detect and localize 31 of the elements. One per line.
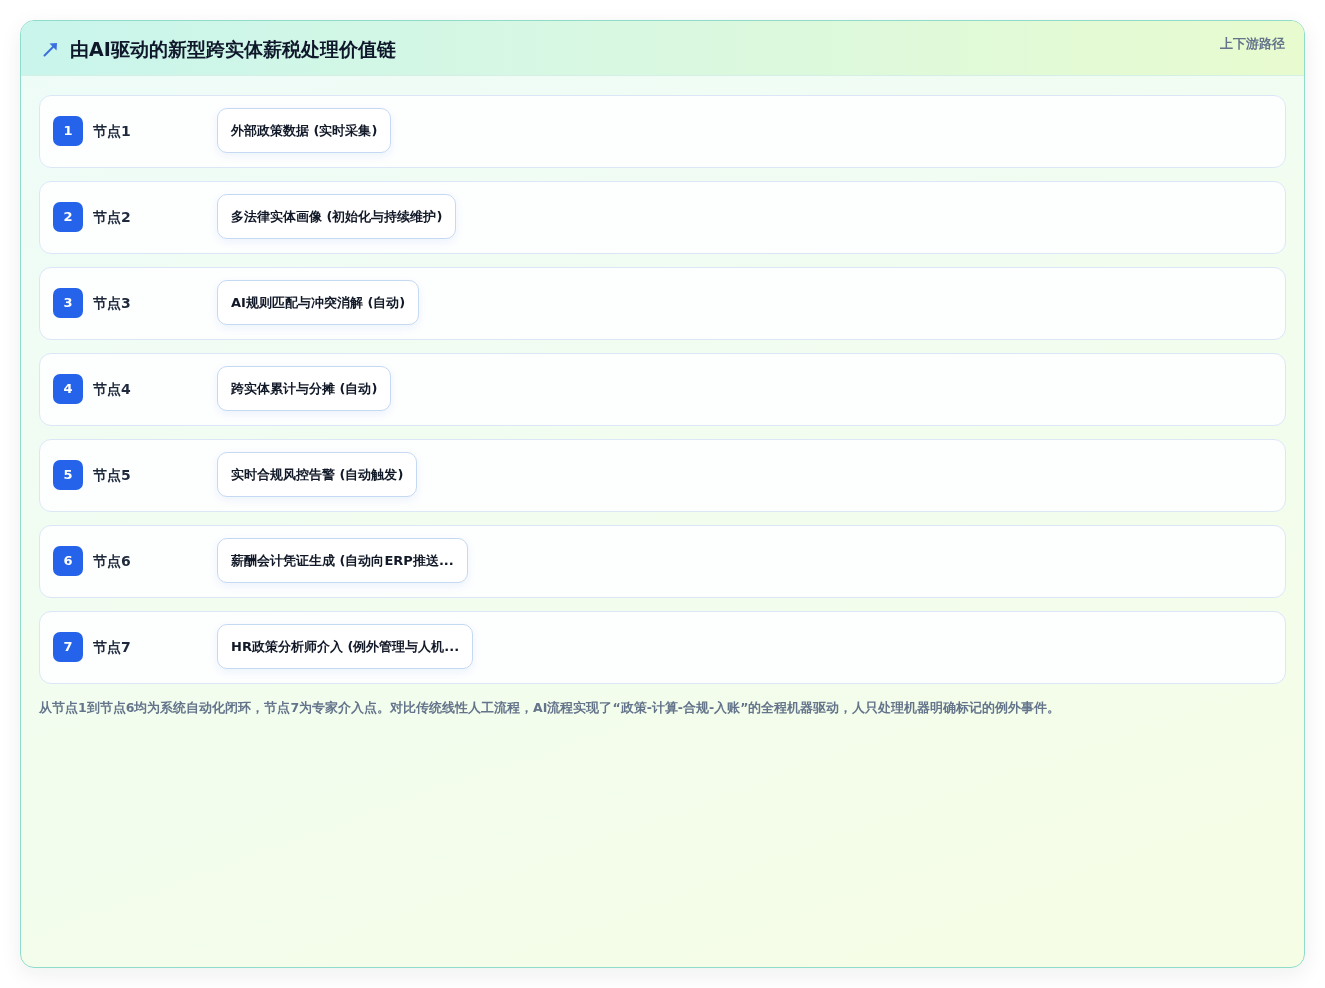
step-row [39, 439, 1286, 512]
step-number-badge: 4 [53, 374, 83, 404]
step-label: 节点4 [93, 380, 131, 398]
step-label: 节点3 [93, 294, 131, 312]
process-pill: 薪酬会计凭证生成 (自动向ERP推送... [217, 538, 468, 583]
path-label: 上下游路径 [1220, 35, 1285, 53]
step-number-badge: 6 [53, 546, 83, 576]
step-label: 节点5 [93, 466, 131, 484]
step-row [39, 181, 1286, 254]
step-label: 节点7 [93, 638, 131, 656]
process-pill: HR政策分析师介入 (例外管理与人机... [217, 624, 474, 669]
caption-note: 从节点1到节点6均为系统自动化闭环，节点7为专家介入点。对比传统线性人工流程，AI流程实现了“政策-计算-合规-入账”的全程机器驱动，人只处理机器明确标记的例外事件。 [39, 699, 1061, 717]
step-row [39, 95, 1286, 168]
step-number-badge: 2 [53, 202, 83, 232]
step-number-badge: 7 [53, 632, 83, 662]
process-pill: 外部政策数据 (实时采集) [217, 108, 392, 153]
step-row [39, 267, 1286, 340]
step-row [39, 525, 1286, 598]
process-pill: 多法律实体画像 (初始化与持续维护) [217, 194, 457, 239]
step-number-badge: 3 [53, 288, 83, 318]
step-row [39, 611, 1286, 684]
process-pill: 实时合规风控告警 (自动触发) [217, 452, 418, 497]
step-number-badge: 5 [53, 460, 83, 490]
title: 由AI驱动的新型跨实体薪税处理价值链 [70, 37, 396, 61]
step-row [39, 353, 1286, 426]
process-pill: 跨实体累计与分摊 (自动) [217, 366, 392, 411]
process-pill: AI规则匹配与冲突消解 (自动) [217, 280, 420, 325]
step-number-badge: 1 [53, 116, 83, 146]
step-label: 节点6 [93, 552, 131, 570]
step-label: 节点1 [93, 122, 131, 140]
step-label: 节点2 [93, 208, 131, 226]
